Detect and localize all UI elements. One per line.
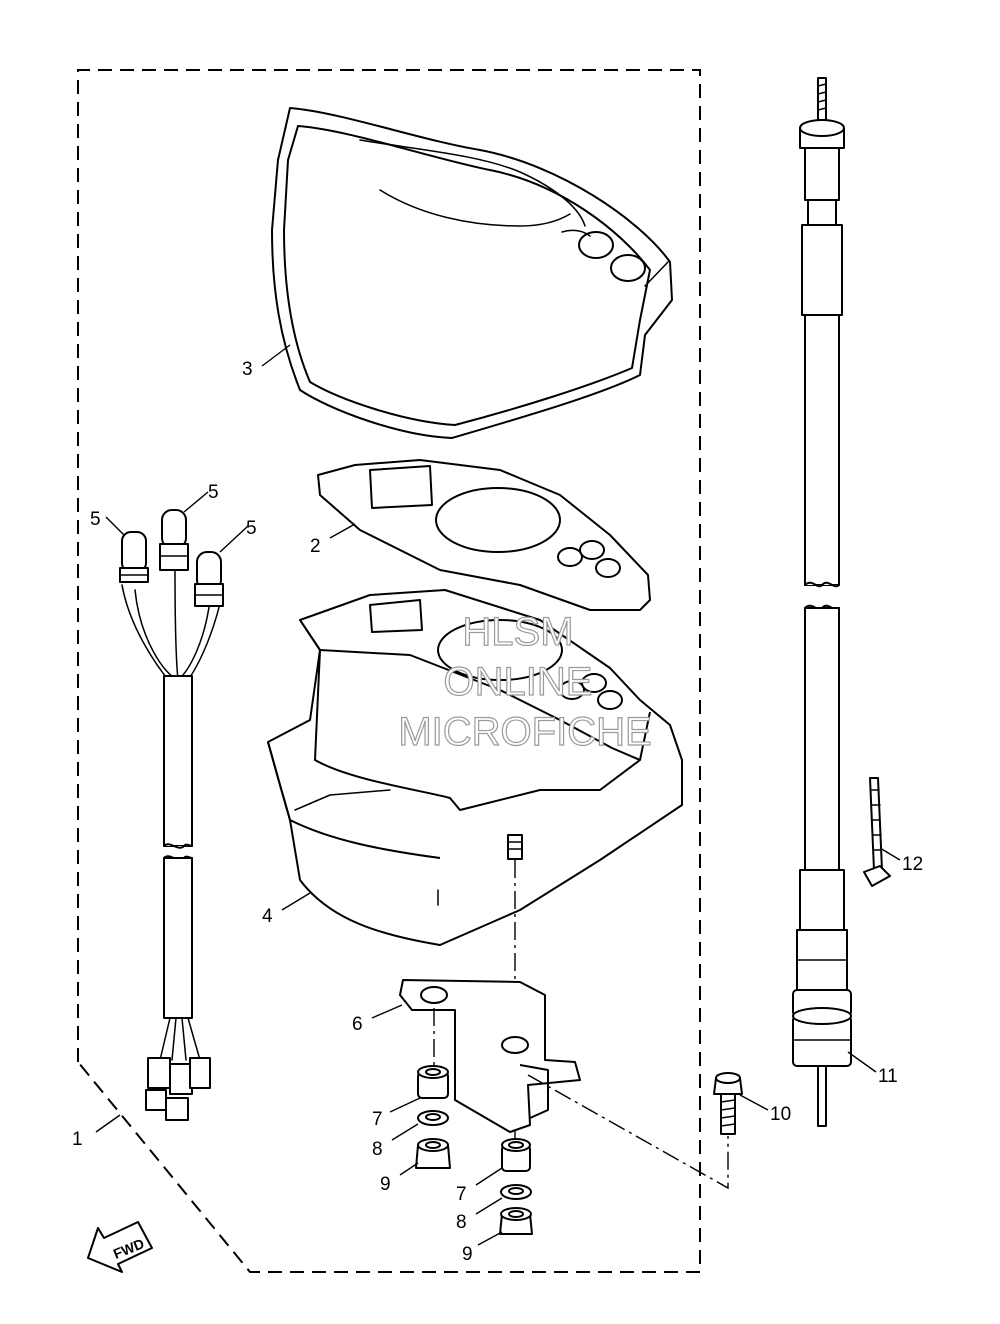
leader-11 bbox=[847, 1051, 877, 1073]
callout-5b: 5 bbox=[208, 482, 219, 503]
leader-1 bbox=[95, 1114, 121, 1133]
leader-8b bbox=[475, 1197, 503, 1215]
callout-2: 2 bbox=[310, 536, 321, 557]
leader-3 bbox=[261, 344, 291, 367]
meter-housing bbox=[267, 589, 683, 946]
meter-panel bbox=[317, 459, 651, 611]
bulb-2 bbox=[159, 509, 189, 571]
leader-12 bbox=[879, 847, 901, 861]
assembly-boundary bbox=[77, 69, 701, 1273]
leader-7b bbox=[475, 1167, 503, 1186]
watermark-line1: HLSM bbox=[462, 610, 573, 654]
leader-5b bbox=[183, 491, 209, 513]
meter-bracket bbox=[399, 979, 581, 1133]
leader-4 bbox=[281, 892, 311, 911]
watermark: HLSM ONLINE MICROFICHE bbox=[398, 609, 653, 754]
bolt-centerline bbox=[527, 1074, 729, 1190]
callout-10: 10 bbox=[770, 1104, 791, 1125]
bulb-wiring bbox=[121, 569, 223, 1121]
fwd-arrow-icon: FWD bbox=[87, 1221, 153, 1273]
watermark-line2: ONLINE bbox=[444, 660, 593, 704]
callout-6: 6 bbox=[352, 1014, 363, 1035]
callout-4: 4 bbox=[262, 906, 273, 927]
washer-right bbox=[500, 1184, 532, 1200]
callout-3: 3 bbox=[242, 359, 253, 380]
bulb-1 bbox=[119, 531, 149, 583]
cable-tie bbox=[863, 777, 891, 887]
washer-left bbox=[417, 1110, 449, 1126]
bulb-3 bbox=[194, 551, 224, 607]
callout-7a: 7 bbox=[372, 1109, 383, 1130]
nut-left bbox=[415, 1138, 451, 1169]
nut-right bbox=[499, 1207, 533, 1235]
meter-cover bbox=[271, 107, 673, 439]
leader-10 bbox=[739, 1094, 769, 1111]
grommet-left bbox=[417, 1065, 449, 1099]
grommet-right bbox=[501, 1138, 531, 1172]
leader-6 bbox=[371, 1004, 403, 1019]
callout-5c: 5 bbox=[246, 518, 257, 539]
callout-8b: 8 bbox=[456, 1212, 467, 1233]
leader-5a bbox=[105, 516, 125, 536]
leader-9b bbox=[477, 1231, 503, 1246]
leader-9a bbox=[399, 1162, 419, 1176]
callout-7b: 7 bbox=[456, 1184, 467, 1205]
callout-11: 11 bbox=[878, 1066, 898, 1087]
watermark-line3: MICROFICHE bbox=[398, 710, 651, 754]
leader-7a bbox=[389, 1097, 421, 1113]
callout-9b: 9 bbox=[462, 1244, 473, 1265]
bolt bbox=[713, 1072, 743, 1135]
callout-1: 1 bbox=[72, 1129, 83, 1150]
callout-8a: 8 bbox=[372, 1139, 383, 1160]
leader-5c bbox=[219, 525, 249, 553]
callout-12: 12 bbox=[902, 854, 923, 875]
callout-9a: 9 bbox=[380, 1174, 391, 1195]
callout-5a: 5 bbox=[90, 509, 101, 530]
leader-8a bbox=[391, 1123, 419, 1141]
speedometer-cable bbox=[792, 77, 852, 1127]
leader-2 bbox=[329, 523, 356, 539]
